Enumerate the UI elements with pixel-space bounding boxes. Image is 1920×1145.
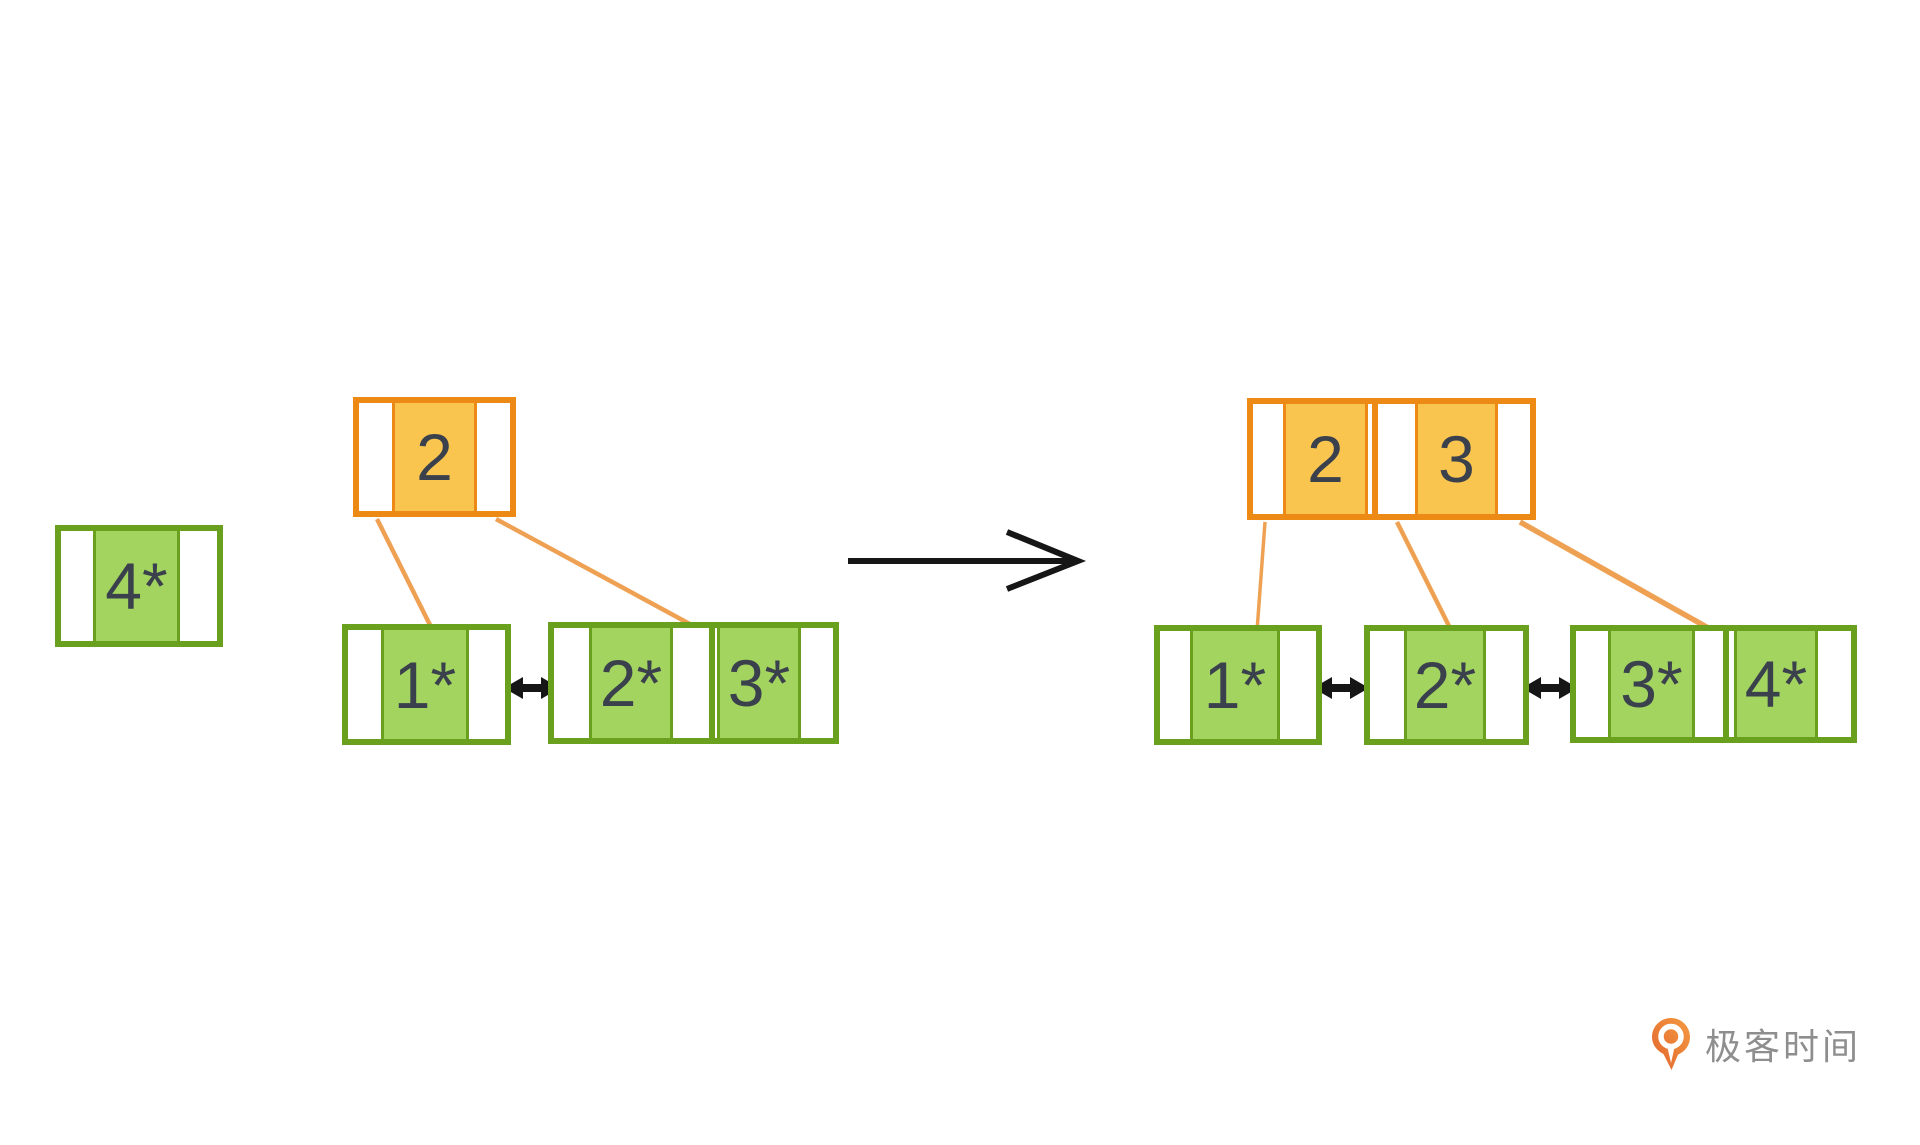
- record-label: 1*: [393, 647, 457, 722]
- record-label: 4*: [105, 549, 168, 623]
- before-leaf-node-2: 2* 3*: [548, 622, 839, 744]
- before-leaf-node-1: 1*: [342, 624, 511, 745]
- geektime-logo-icon: [1652, 1018, 1690, 1070]
- record-cell: 3*: [1608, 631, 1695, 737]
- record-label: 1*: [1203, 648, 1267, 722]
- page-divider: [709, 628, 715, 738]
- pointer-line: [1255, 521, 1267, 632]
- double-arrow-icon: [1522, 677, 1578, 699]
- record-label: 2*: [1413, 648, 1477, 722]
- record-label: 3*: [727, 646, 791, 720]
- geektime-watermark: 极客时间: [1650, 1016, 1861, 1072]
- record-cell: 3*: [717, 628, 801, 738]
- after-leaf-node-3: 3* 4*: [1570, 625, 1857, 743]
- geektime-logo-text: 极客时间: [1705, 1026, 1862, 1067]
- double-arrow-icon: [1313, 677, 1369, 699]
- key-cell: 3: [1415, 404, 1498, 514]
- record-cell: 4*: [1734, 631, 1818, 737]
- key-cell: 2: [1283, 404, 1368, 514]
- after-leaf-node-1: 1*: [1154, 625, 1322, 745]
- record-label: 2*: [599, 646, 663, 720]
- key-label: 3: [1438, 422, 1475, 496]
- pointer-line: [374, 517, 436, 633]
- record-cell: 1*: [381, 630, 469, 739]
- before-root-node: 2: [353, 397, 516, 517]
- key-label: 2: [1307, 422, 1344, 496]
- pointer-line: [1518, 519, 1721, 637]
- after-root-node: 2 3: [1247, 398, 1536, 520]
- record-label: 3*: [1620, 647, 1683, 721]
- right-arrow-icon: [848, 529, 1087, 592]
- page-divider: [1723, 631, 1729, 737]
- pointer-line: [494, 517, 701, 631]
- record-cell: 1*: [1190, 631, 1280, 739]
- record-cell: 4*: [93, 531, 180, 641]
- record-label: 4*: [1744, 647, 1808, 721]
- pointer-line: [1394, 520, 1455, 634]
- key-label: 2: [416, 420, 453, 494]
- record-cell: 2*: [589, 628, 673, 738]
- page-divider: [1372, 404, 1378, 514]
- after-leaf-node-2: 2*: [1364, 625, 1529, 745]
- standalone-record-node: 4*: [55, 525, 223, 647]
- record-cell: 2*: [1404, 631, 1486, 739]
- key-cell: 2: [392, 403, 477, 511]
